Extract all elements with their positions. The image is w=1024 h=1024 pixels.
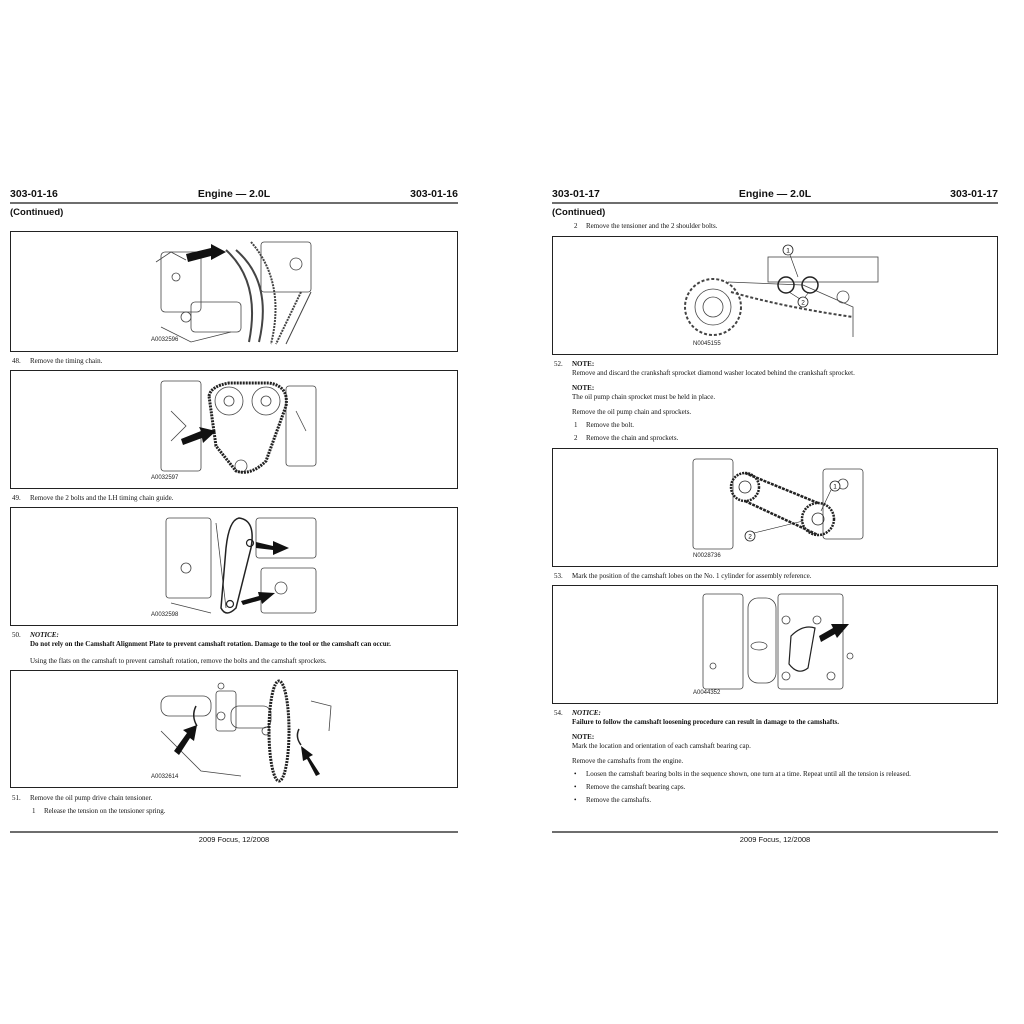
engine-illustration: [160, 380, 317, 474]
bullet-item: • Loosen the camshaft bearing bolts in t…: [574, 770, 911, 778]
step-54: 54. NOTICE: Failure to follow the camsha…: [552, 709, 998, 766]
figure-camshaft-lobes: A0044352: [552, 585, 998, 704]
step-49: 49. Remove the 2 bolts and the LH timing…: [12, 494, 174, 502]
engine-illustration: [155, 241, 312, 345]
notice-label: NOTICE:: [30, 631, 59, 639]
bullet-item: • Remove the camshaft bearing caps.: [574, 783, 686, 791]
page-footer: 2009 Focus, 12/2008: [198, 835, 270, 844]
footer-rule: [10, 831, 458, 833]
left-page: 303-01-16 Engine — 2.0L 303-01-16 (Conti…: [10, 186, 458, 816]
page-number-right: 303-01-16: [410, 188, 458, 200]
figure-timing-chain-guide: A0032596: [10, 231, 458, 352]
step-53: 53. Mark the position of the camshaft lo…: [554, 572, 812, 580]
page-title: Engine — 2.0L: [197, 188, 271, 200]
page-number-right: 303-01-17: [950, 188, 998, 200]
engine-illustration: 1 2: [692, 458, 864, 550]
engine-illustration: [160, 679, 332, 783]
callout-1: 1: [833, 484, 837, 491]
notice-text: Do not rely on the Camshaft Alignment Pl…: [30, 640, 391, 648]
figure-id: A0044352: [693, 690, 721, 696]
header-rule: [552, 202, 998, 204]
page-header: 303-01-16 Engine — 2.0L 303-01-16: [10, 186, 458, 200]
step-51: 51. Remove the oil pump drive chain tens…: [12, 794, 153, 802]
figure-tensioner-bolts: 1 2 N0045155: [552, 236, 998, 355]
substep-52-1: 1 Remove the bolt.: [574, 421, 635, 429]
step-text: Using the flats on the camshaft to preve…: [30, 657, 327, 665]
figure-id: A0032596: [151, 337, 179, 343]
page-footer: 2009 Focus, 12/2008: [739, 835, 811, 844]
callout-2: 2: [748, 534, 752, 541]
step-48: 48. Remove the timing chain.: [12, 357, 103, 365]
header-rule: [10, 202, 458, 204]
figure-oil-pump-chain: 1 2 N0028736: [552, 448, 998, 567]
right-page: 303-01-17 Engine — 2.0L 303-01-17 (Conti…: [552, 186, 998, 805]
figure-id: N0028736: [693, 553, 721, 559]
bullet-item: • Remove the camshafts.: [574, 796, 652, 804]
page-number-left: 303-01-16: [10, 188, 58, 200]
substep-51-1: 1 Release the tension on the tensioner s…: [32, 807, 166, 815]
figure-camshaft-sprockets: A0032614: [10, 670, 458, 788]
page-header: 303-01-17 Engine — 2.0L 303-01-17: [552, 186, 998, 200]
figure-id: N0045155: [693, 341, 721, 347]
continued-label: (Continued): [10, 207, 64, 218]
substep-52-2: 2 Remove the chain and sprockets.: [574, 434, 679, 442]
continued-label: (Continued): [552, 207, 606, 218]
page-title: Engine — 2.0L: [738, 188, 812, 200]
figure-id: A0032597: [151, 475, 179, 481]
step-52: 52. NOTE: Remove and discard the cranksh…: [554, 360, 855, 416]
callout-1: 1: [786, 248, 790, 255]
engine-illustration: [702, 593, 854, 690]
notice-label: NOTICE:: [572, 709, 601, 717]
step-50: 50. NOTICE: Do not rely on the Camshaft …: [10, 631, 458, 666]
callout-2: 2: [801, 300, 805, 307]
substep-51-2: 2 Remove the tensioner and the 2 shoulde…: [574, 222, 718, 230]
figure-lh-timing-chain-guide: A0032598: [10, 507, 458, 626]
footer-rule: [552, 831, 998, 833]
page-number-left: 303-01-17: [552, 188, 600, 200]
figure-timing-chain: A0032597: [10, 370, 458, 489]
engine-illustration: 1 2: [684, 244, 879, 337]
figure-id: A0032614: [151, 774, 179, 780]
engine-illustration: [165, 517, 317, 614]
figure-id: A0032598: [151, 612, 179, 618]
notice-text: Failure to follow the camshaft loosening…: [572, 718, 840, 726]
